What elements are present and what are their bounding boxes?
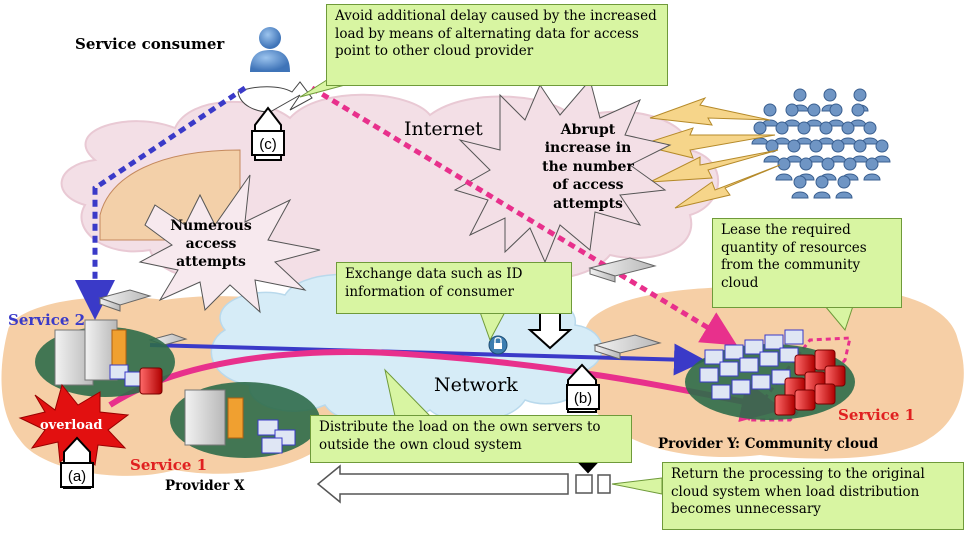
provider-y-server xyxy=(739,357,759,373)
crowd-person-head xyxy=(785,103,799,117)
crowd-person-head xyxy=(819,121,833,135)
tag-c: (c) xyxy=(251,130,285,156)
service1-right-label: Service 1 xyxy=(838,406,916,424)
crowd-person-body xyxy=(835,191,853,199)
return-arrow-block-2 xyxy=(597,474,611,494)
callout-avoid-delay: Avoid additional delay caused by the inc… xyxy=(326,4,668,86)
down-arrow-exchange xyxy=(527,311,573,350)
crowd-person-head xyxy=(763,103,777,117)
crowd-person-head xyxy=(809,139,823,153)
blue-dotted-arrow xyxy=(75,85,247,320)
consumer-link-bolt xyxy=(237,81,313,113)
service-consumer-label: Service consumer xyxy=(75,35,225,53)
crowd-person-head xyxy=(841,121,855,135)
numerous-label: Numerous access attempts xyxy=(170,218,252,271)
crowd-person-head xyxy=(793,175,807,189)
crowd-person-head xyxy=(851,103,865,117)
crowd-person-head xyxy=(807,103,821,117)
router-icon xyxy=(98,257,662,360)
provider-y-server-red xyxy=(824,365,846,387)
service1-left-label: Service 1 xyxy=(130,456,208,474)
crowd-person-head xyxy=(787,139,801,153)
tag-a: (a) xyxy=(60,462,94,488)
crowd-person-body xyxy=(813,191,831,199)
crowd-person-head xyxy=(875,139,889,153)
callout-distribute: Distribute the load on the own servers t… xyxy=(310,415,632,463)
provider-y-server xyxy=(751,374,771,390)
crowd-person-body xyxy=(791,191,809,199)
crowd-person-body xyxy=(763,155,781,163)
provider-y-server xyxy=(724,344,744,360)
crowd-person-head xyxy=(865,157,879,171)
provider-y-label: Provider Y: Community cloud xyxy=(658,436,879,452)
crowd-person-head xyxy=(853,139,867,153)
burst-numerous xyxy=(138,174,321,314)
crowd-person-head xyxy=(853,88,867,102)
crowd-person-head xyxy=(821,157,835,171)
person-icon xyxy=(250,27,290,72)
tag-b: (b) xyxy=(566,384,600,410)
crowd-person-head xyxy=(831,139,845,153)
provider-y-server xyxy=(759,351,779,367)
provider-y-server xyxy=(731,379,751,395)
provider-y-server xyxy=(719,361,739,377)
callout-exchange: Exchange data such as ID information of … xyxy=(336,262,572,314)
access-arrows xyxy=(638,96,781,209)
crowd-person-head xyxy=(829,103,843,117)
crowd-person-head xyxy=(753,121,767,135)
callout-pointer-return xyxy=(611,477,663,495)
crowd-person-head xyxy=(777,157,791,171)
crowd-person-body xyxy=(775,173,793,181)
provider-x-label: Provider X xyxy=(165,478,245,494)
crowd-person-head xyxy=(797,121,811,135)
provider-y-server xyxy=(764,334,784,350)
provider-y-server-red xyxy=(814,383,836,405)
provider-y-server xyxy=(699,367,719,383)
crowd-person-body xyxy=(863,173,881,181)
crowd-person-head xyxy=(863,121,877,135)
provider-y-server xyxy=(744,339,764,355)
overload-burst xyxy=(18,383,130,467)
callout-lease: Lease the required quantity of resources… xyxy=(712,218,902,308)
crowd-person-head xyxy=(837,175,851,189)
internet-label: Internet xyxy=(404,118,483,140)
crowd-person-head xyxy=(823,88,837,102)
lock-icon xyxy=(488,335,508,355)
pink-dotted-arrow xyxy=(310,85,738,346)
return-arrow-block-1 xyxy=(575,474,593,494)
overload-label: overload xyxy=(40,418,103,433)
provider-y-server xyxy=(704,349,724,365)
network-label: Network xyxy=(434,374,518,396)
crowd-person-head xyxy=(843,157,857,171)
service2-label: Service 2 xyxy=(8,311,86,329)
provider-y-server xyxy=(711,384,731,400)
pink-distribute-arrow xyxy=(108,349,784,423)
crowd-person-head xyxy=(799,157,813,171)
provider-y-server-red xyxy=(774,394,796,416)
provider-y-server xyxy=(784,329,804,345)
crowd-person-head xyxy=(793,88,807,102)
crowd-person-head xyxy=(775,121,789,135)
return-arrow xyxy=(316,464,569,504)
provider-y-servers xyxy=(699,329,846,416)
crowd-icon xyxy=(751,88,891,199)
burst-abrupt xyxy=(453,78,672,264)
crowd-person-head xyxy=(815,175,829,189)
callout-return: Return the processing to the original cl… xyxy=(662,462,964,530)
abrupt-label: Abrupt increase in the number of access … xyxy=(542,122,634,212)
provider-y-server-red xyxy=(794,389,816,411)
